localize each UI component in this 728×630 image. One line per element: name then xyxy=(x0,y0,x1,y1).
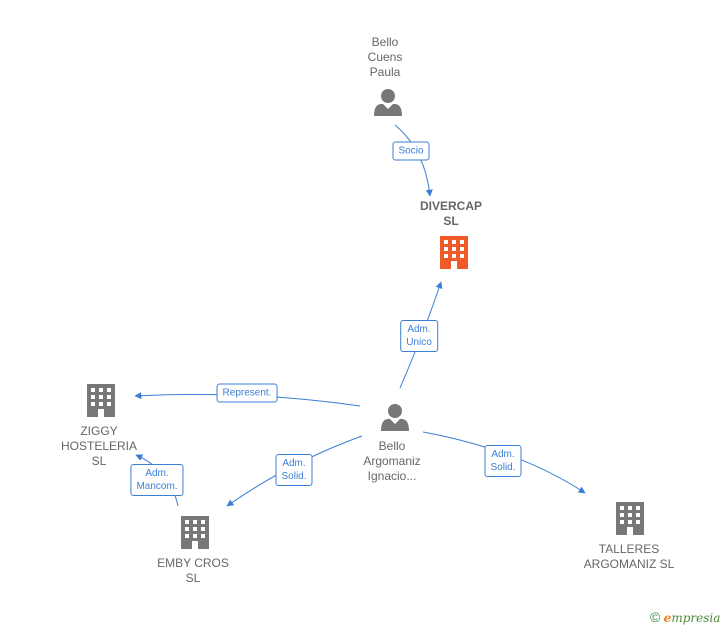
edge-label-socio: Socio xyxy=(392,141,430,161)
node-label-ziggy[interactable]: ZIGGY HOSTELERIA SL xyxy=(60,424,138,468)
node-label-emby[interactable]: EMBY CROS SL xyxy=(157,556,229,585)
building-icon[interactable] xyxy=(181,516,209,549)
edge-label-adm-solid-emby: Adm. Solid. xyxy=(275,454,313,486)
edge-label-represent: Represent. xyxy=(216,383,278,403)
person-icon[interactable] xyxy=(381,404,409,431)
brand-name: empresia xyxy=(663,611,721,625)
edge-label-adm-solid-talleres: Adm. Solid. xyxy=(484,445,522,477)
person-icon[interactable] xyxy=(374,89,402,116)
edge-socio xyxy=(394,124,433,197)
building-icon[interactable] xyxy=(440,236,468,269)
node-label-talleres[interactable]: TALLERES ARGOMANIZ SL xyxy=(583,542,675,571)
empresia-logo[interactable]: © empresia xyxy=(650,609,720,625)
node-label-bello-argomaniz[interactable]: Bello Argomaniz Ignacio... xyxy=(363,439,421,483)
building-icon[interactable] xyxy=(87,384,115,417)
building-icon[interactable] xyxy=(616,502,644,535)
node-label-divercap[interactable]: DIVERCAP SL xyxy=(419,199,483,228)
copyright-icon: © xyxy=(650,609,661,625)
edge-label-adm-unico: Adm. Unico xyxy=(400,320,438,352)
edge-label-adm-mancom: Adm. Mancom. xyxy=(130,464,184,496)
node-label-bello-cuens[interactable]: Bello Cuens Paula xyxy=(367,35,403,79)
